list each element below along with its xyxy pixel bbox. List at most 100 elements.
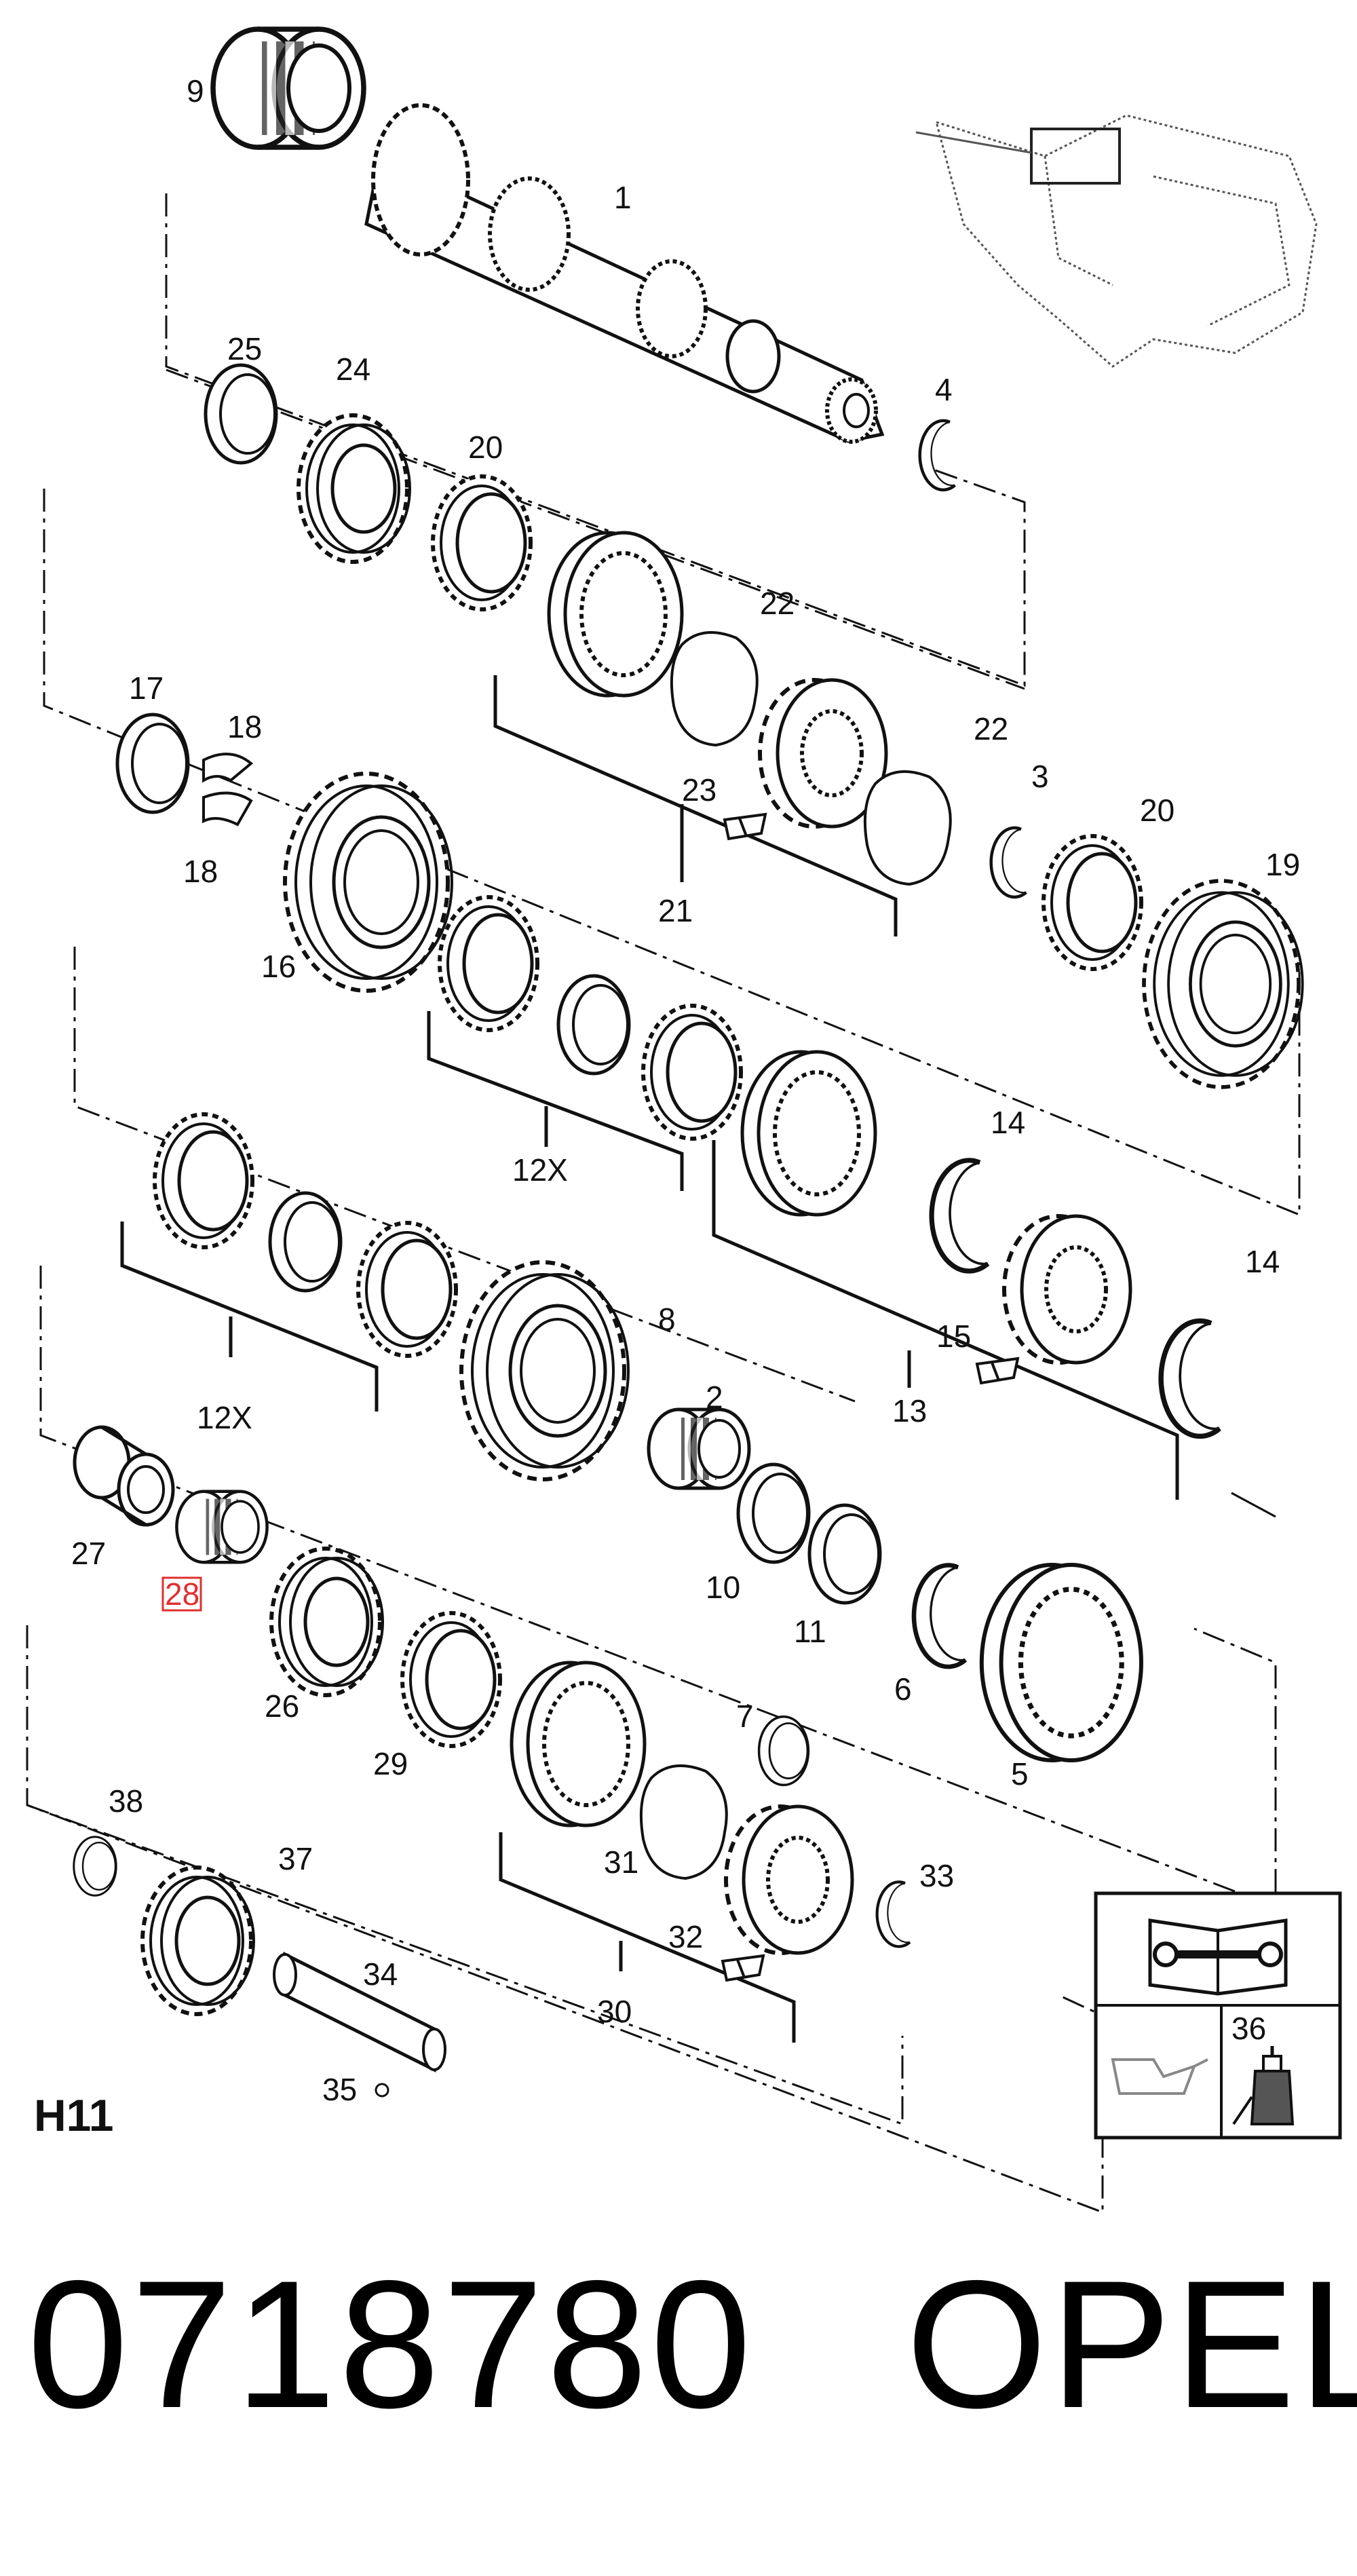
oil-can-icon [1111,2058,1208,2095]
spring-14b [1161,1321,1219,1436]
sync-cone-12x-c [270,1193,341,1291]
leader-lines [1231,1492,1276,1518]
ring-7 [757,1715,810,1787]
sleeve-13 [742,1052,875,1215]
callout-3: 3 [1031,759,1049,794]
hub-30 [726,1806,852,1953]
callout-9: 9 [187,73,204,109]
sync-ring-12x-c [155,1114,252,1247]
ball-35 [375,2083,389,2098]
hub-13 [1004,1216,1130,1363]
callout-12x-a: 12X [512,1152,568,1188]
key-32 [721,1954,765,1982]
callout-10: 10 [706,1570,740,1605]
callout-12x-b: 12X [197,1400,252,1435]
shim-31 [639,1764,728,1880]
ring-25 [206,365,276,463]
callout-27: 27 [71,1536,106,1571]
callout-25: 25 [227,331,262,366]
group-brackets [120,675,1179,2043]
circlip-6 [914,1566,966,1667]
shim-22b [863,770,952,886]
callout-29: 29 [373,1746,408,1781]
callout-36: 36 [1231,2011,1266,2046]
circlip-3 [991,828,1027,897]
key-15 [976,1357,1019,1384]
reverse-gear-37 [142,1868,254,2014]
ball-bearing-5 [982,1565,1141,1760]
callout-37: 37 [278,1841,313,1876]
part-number: 0718780 [27,2242,754,2446]
circlip-4 [920,421,955,490]
sealant-bottle-icon [1232,2046,1295,2125]
sync-cone-12x [558,976,629,1074]
gear-19 [1144,881,1303,1087]
group-frames [26,193,1301,2214]
half-washer-18 [202,753,254,827]
sleeve-30 [512,1663,645,1825]
callout-8: 8 [658,1302,676,1337]
legend-box: 36 [1094,1891,1342,2140]
gear-24 [299,415,410,562]
sync-ring-20b [1044,836,1141,969]
callout-14-b: 14 [1245,1244,1280,1279]
callout-6: 6 [894,1671,912,1707]
sync-ring-12x-d [358,1223,456,1356]
needle-bearing-9 [213,29,364,147]
shim-22a [670,631,759,746]
brand-name: OPEL [906,2242,1357,2446]
callout-28: 28 [165,1576,199,1612]
callout-26: 26 [265,1688,299,1724]
callout-2: 2 [706,1380,723,1415]
callout-34: 34 [363,1956,398,1992]
callout-11: 11 [794,1614,826,1649]
gear-26 [271,1549,383,1695]
needle-bearing-28 [176,1492,267,1562]
callout-20-b: 20 [1140,793,1174,828]
callout-15: 15 [936,1319,971,1354]
callout-28-highlighted: 28 [161,1576,202,1612]
shaft-34 [273,1951,446,2073]
gear-16 [285,774,452,991]
callout-33: 33 [919,1858,954,1893]
bush-27 [73,1425,175,1527]
needle-bearing-2 [649,1409,749,1488]
callout-18-b: 18 [183,854,218,889]
callout-7: 7 [736,1699,754,1734]
callout-30: 30 [597,1994,632,2029]
gear-8 [461,1262,628,1479]
callout-17: 17 [129,670,164,706]
washer-11 [809,1505,880,1603]
washer-38 [73,1836,117,1897]
callout-32: 32 [668,1919,703,1954]
callout-1: 1 [614,180,632,215]
ring-17 [117,715,188,812]
callout-20-a: 20 [468,430,503,465]
callout-35: 35 [322,2072,357,2107]
spring-14a [932,1160,988,1271]
callout-14-a: 14 [991,1105,1025,1140]
callout-22-a: 22 [760,586,795,621]
callout-16: 16 [261,949,296,984]
callout-21: 21 [658,893,693,928]
thrust-bearing-10 [738,1464,809,1562]
callout-31: 31 [604,1844,638,1880]
key-23 [723,813,767,840]
callout-23: 23 [682,772,716,808]
callout-38: 38 [109,1783,143,1819]
callout-5: 5 [1011,1756,1029,1792]
section-code: H11 [34,2090,113,2140]
callout-18-a: 18 [227,709,262,744]
circlip-33 [877,1882,910,1946]
sync-ring-29 [402,1613,500,1746]
service-manual-wrench-icon [1148,1918,1288,1996]
sleeve-21 [549,533,682,696]
callout-19: 19 [1265,847,1300,882]
gearbox-thumbnail [915,114,1318,368]
callout-13: 13 [892,1393,927,1428]
callout-labels: 9 1 25 24 20 4 22 17 18 18 23 22 3 20 19… [71,73,1300,2107]
callout-22-b: 22 [974,711,1008,746]
callout-4: 4 [935,372,953,407]
sync-ring-12x-b [643,1006,741,1139]
